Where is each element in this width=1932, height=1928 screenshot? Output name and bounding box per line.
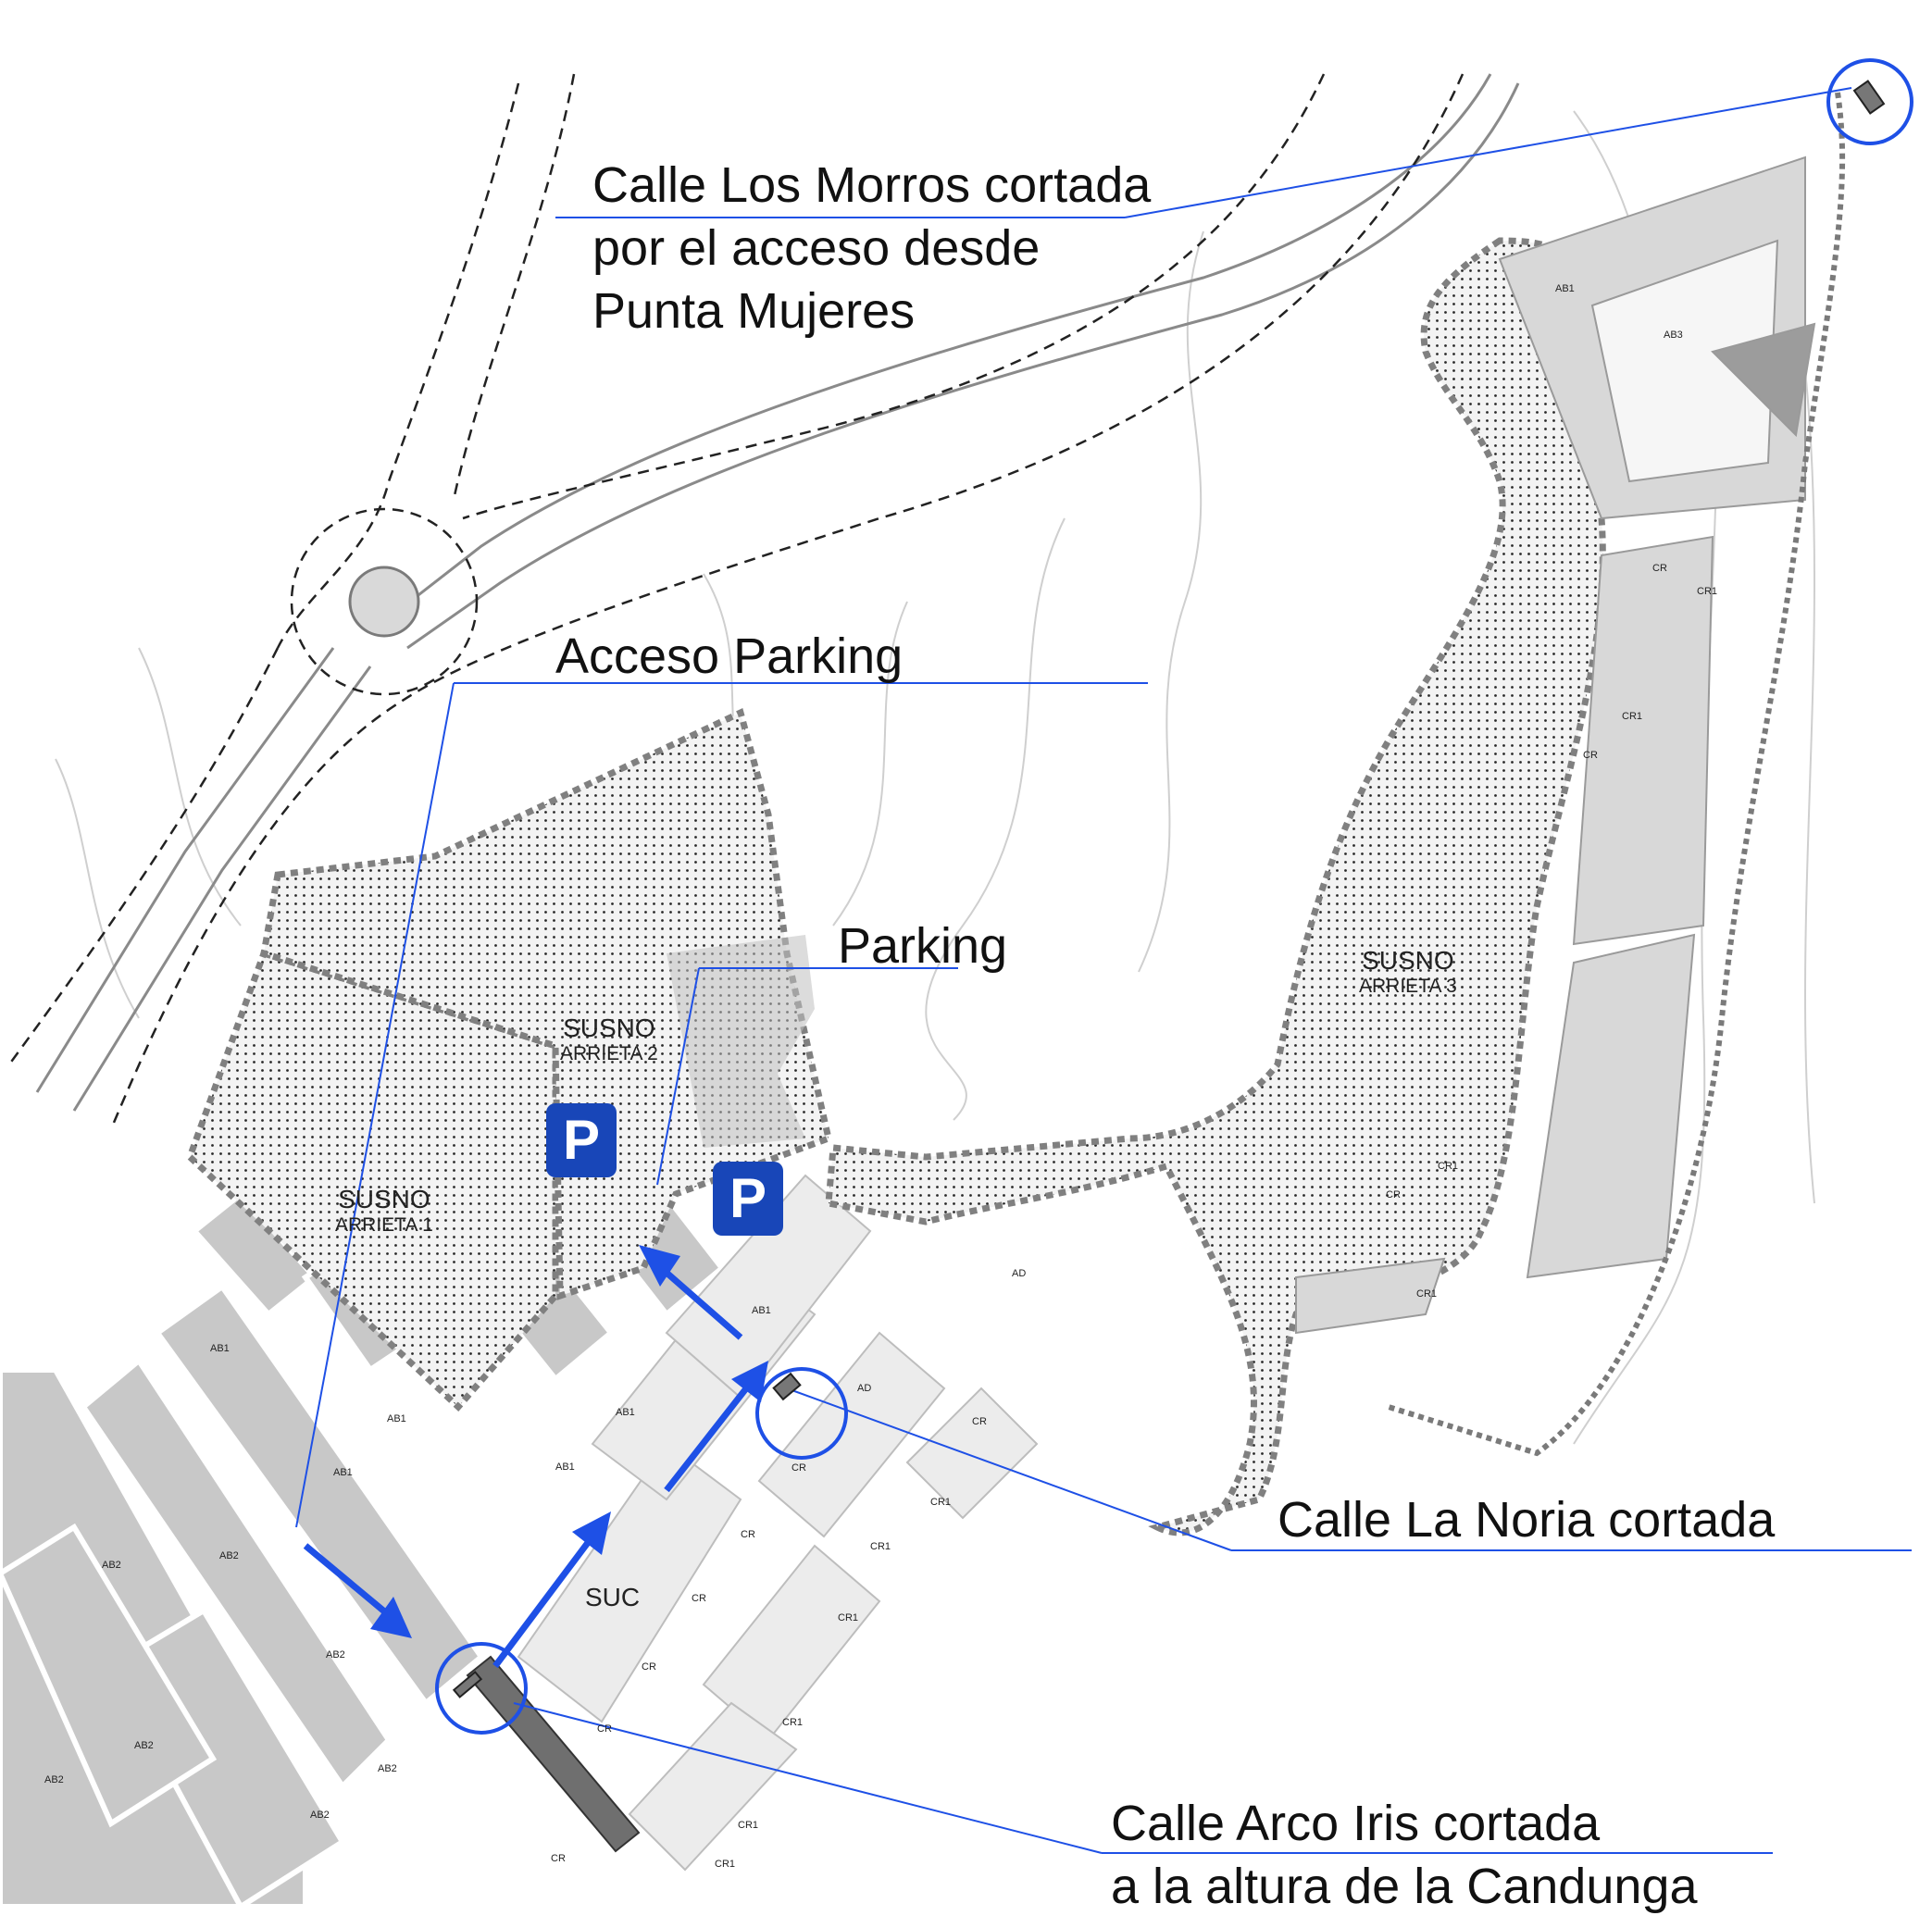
callout-calle-la-noria: Calle La Noria cortada <box>1278 1492 1776 1548</box>
block-code: AB2 <box>44 1774 64 1785</box>
block-code: CR1 <box>715 1859 736 1870</box>
callout-calle-los-morros: Calle Los Morros cortada por el acceso d… <box>592 154 1151 342</box>
zone-label-suc: SUC <box>585 1583 641 1611</box>
route-arrows <box>303 1245 768 1669</box>
closure-circle-arco-iris <box>435 1642 528 1735</box>
block-code: CR <box>551 1853 566 1864</box>
block-code: CR1 <box>930 1497 952 1508</box>
block-code: CR1 <box>782 1717 804 1728</box>
arco-iris-line-1: Calle Arco Iris cortada <box>1111 1796 1601 1851</box>
susno-zones <box>185 237 1606 1536</box>
block-code: CR1 <box>738 1820 759 1831</box>
candunga-building <box>466 1655 641 1853</box>
block-code: CR1 <box>870 1541 891 1552</box>
susno-arrieta-1-area <box>185 949 559 1412</box>
block-code: AB2 <box>219 1550 239 1561</box>
block-code: CR <box>1386 1189 1401 1200</box>
block-code: CR <box>1652 563 1667 574</box>
arco-iris-line-2: a la altura de la Candunga <box>1111 1859 1698 1914</box>
block-code: CR <box>1583 750 1598 761</box>
highway-dashed-edges <box>7 73 1465 1130</box>
urban-blocks-northeast <box>1295 155 1816 1335</box>
parking-area <box>667 935 815 1148</box>
block-code: AD <box>857 1383 872 1394</box>
block-code: CR <box>692 1593 706 1604</box>
block-code: AB3 <box>1664 330 1683 341</box>
highway <box>35 73 1520 1112</box>
closure-circle-morros <box>1826 58 1913 145</box>
zone-sub: ARRIETA 2 <box>560 1043 658 1064</box>
closure-barriers <box>452 80 1886 1698</box>
callout-leaders <box>295 87 1912 1854</box>
susno-arrieta-3-area <box>825 237 1606 1536</box>
morros-line-3: Punta Mujeres <box>592 283 916 339</box>
block-code: AB1 <box>387 1413 406 1424</box>
block-code: CR1 <box>838 1612 859 1623</box>
zone-name: SUSNO <box>563 1014 655 1042</box>
urban-blocks-suc <box>517 1174 1039 1872</box>
block-code: AB1 <box>210 1343 230 1354</box>
zone-sub: ARRIETA 1 <box>335 1214 433 1236</box>
block-code: CR1 <box>1622 711 1643 722</box>
zone-label-susno-arrieta-3: SUSNO ARRIETA 3 <box>1359 946 1457 998</box>
block-code: AB2 <box>134 1740 154 1751</box>
morros-line-1: Calle Los Morros cortada <box>592 157 1152 213</box>
callout-parking: Parking <box>838 918 1008 974</box>
block-code: AB2 <box>310 1810 330 1821</box>
block-code: AB1 <box>333 1467 353 1478</box>
zone-name: SUSNO <box>338 1185 430 1213</box>
block-code: CR <box>597 1723 612 1735</box>
block-code: AB2 <box>102 1560 121 1571</box>
block-code: AB1 <box>555 1462 575 1473</box>
block-code: AB2 <box>326 1649 345 1661</box>
morros-line-2: por el acceso desde <box>592 220 1041 276</box>
block-code: CR1 <box>1416 1288 1438 1300</box>
block-code: AB2 <box>378 1763 397 1774</box>
callout-acceso-parking: Acceso Parking <box>555 628 904 684</box>
block-code: CR <box>642 1661 656 1673</box>
zone-label-susno-arrieta-1: SUSNO ARRIETA 1 <box>335 1185 433 1237</box>
parking-sign-icon: P <box>713 1162 783 1236</box>
closure-circle-noria <box>755 1367 848 1460</box>
block-code: AB1 <box>616 1407 635 1418</box>
block-code: CR1 <box>1697 586 1718 597</box>
closure-markers <box>435 58 1913 1735</box>
block-code: AB1 <box>752 1305 771 1316</box>
block-code: CR <box>972 1416 987 1427</box>
zone-sub: ARRIETA 3 <box>1359 976 1457 997</box>
block-code: AB1 <box>1555 283 1575 294</box>
coast-road <box>1388 92 1846 1457</box>
callout-calle-arco-iris: Calle Arco Iris cortada a la altura de l… <box>1111 1792 1697 1918</box>
parking-sign-icon: P <box>546 1103 617 1177</box>
block-code: CR <box>741 1529 755 1540</box>
block-code: CR <box>791 1462 806 1474</box>
zone-label-susno-arrieta-2: SUSNO ARRIETA 2 <box>560 1014 658 1065</box>
roundabout <box>290 507 479 696</box>
block-code: CR1 <box>1438 1161 1459 1172</box>
zone-name: SUSNO <box>1362 946 1454 975</box>
block-code: AD <box>1012 1268 1027 1279</box>
